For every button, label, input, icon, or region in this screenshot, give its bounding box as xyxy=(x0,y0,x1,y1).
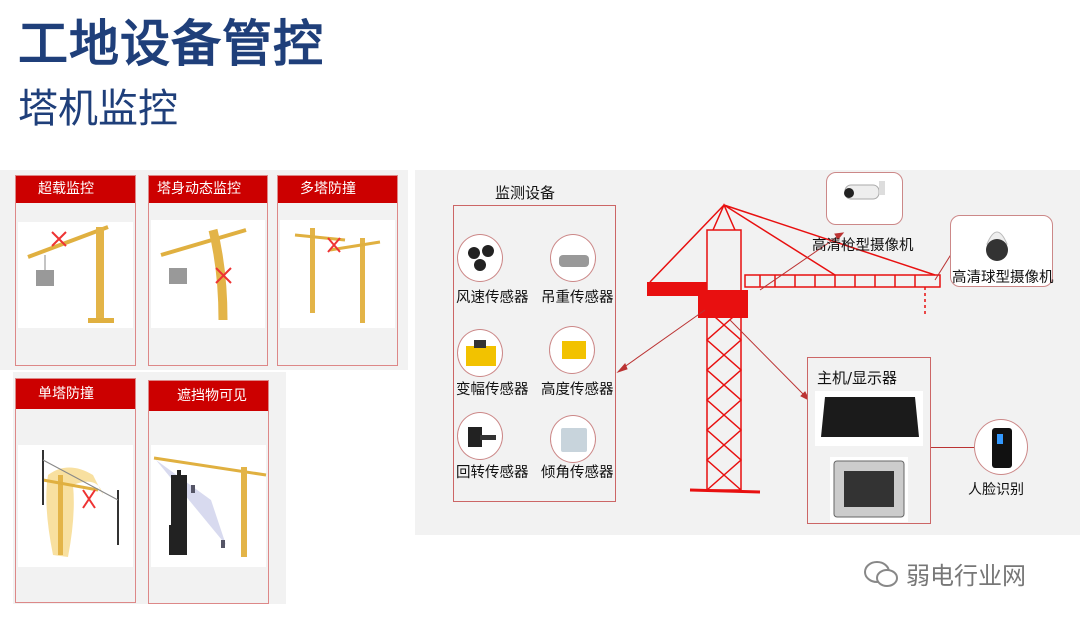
card-multi-tower: 多塔防撞 xyxy=(277,175,398,366)
crane-obstruction-image xyxy=(151,445,267,567)
connector-line xyxy=(931,447,974,448)
card-tower-dynamic: 塔身动态监控 xyxy=(148,175,268,366)
load-sensor-icon xyxy=(550,234,596,282)
card-single-tower: 单塔防撞 xyxy=(15,378,136,603)
sensor-label: 变幅传感器 xyxy=(456,382,529,398)
page-subtitle: 塔机监控 xyxy=(18,86,178,132)
slewing-sensor-icon xyxy=(457,412,503,460)
sensor-label: 风速传感器 xyxy=(456,290,529,306)
tower-crane-diagram xyxy=(616,203,963,494)
crane-single-image xyxy=(18,445,133,567)
dome-camera-icon xyxy=(950,215,1053,287)
watermark-text: 弱电行业网 xyxy=(906,562,1026,590)
crane-overload-image xyxy=(18,222,133,328)
display-monitor-icon xyxy=(830,457,908,522)
sensor-label: 吊重传感器 xyxy=(541,290,614,306)
gun-camera-label: 高清枪型摄像机 xyxy=(812,238,914,254)
page-title: 工地设备管控 xyxy=(18,15,324,73)
card-title: 塔身动态监控 xyxy=(149,176,267,203)
height-sensor-icon xyxy=(549,326,595,374)
face-recognition-label: 人脸识别 xyxy=(968,482,1024,498)
sensor-label: 倾角传感器 xyxy=(541,465,614,481)
dome-camera-label: 高清球型摄像机 xyxy=(952,270,1054,286)
gun-camera-icon xyxy=(826,172,903,225)
sensor-group-title: 监测设备 xyxy=(495,184,556,202)
luffing-sensor-icon xyxy=(457,329,503,377)
card-obstruction-visible: 遮挡物可见 xyxy=(148,380,269,604)
card-title: 单塔防撞 xyxy=(16,379,135,409)
face-recognition-icon xyxy=(974,419,1028,475)
crane-multi-image xyxy=(280,220,395,328)
watermark: 弱电行业网 xyxy=(862,556,1026,591)
card-overload: 超载监控 xyxy=(15,175,136,366)
host-unit-icon xyxy=(815,391,923,446)
sensor-group xyxy=(453,205,616,502)
wechat-icon xyxy=(864,560,898,587)
crane-dynamic-image xyxy=(151,220,265,328)
sensor-label: 高度传感器 xyxy=(541,382,614,398)
sensor-label: 回转传感器 xyxy=(456,465,529,481)
card-title: 多塔防撞 xyxy=(278,176,397,203)
anemometer-icon xyxy=(457,234,503,282)
card-title: 遮挡物可见 xyxy=(149,381,268,411)
host-display-title: 主机/显示器 xyxy=(817,369,898,387)
card-title: 超载监控 xyxy=(16,176,135,203)
tilt-sensor-icon xyxy=(550,415,596,463)
